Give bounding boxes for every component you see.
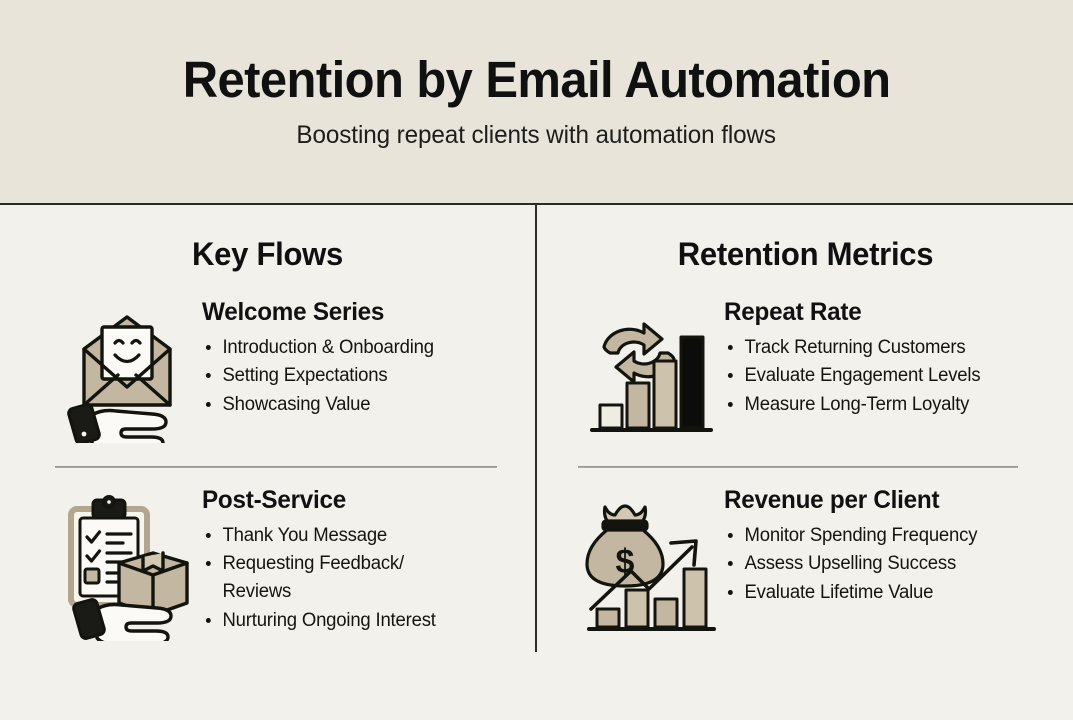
list-item: Monitor Spending Frequency xyxy=(724,522,977,550)
item-text-repeat-rate: Repeat Rate Track Returning Customers Ev… xyxy=(724,297,987,420)
list-item: Showcasing Value xyxy=(202,391,434,419)
column-title-retention-metrics: Retention Metrics xyxy=(677,236,934,272)
column-title-key-flows: Key Flows xyxy=(192,236,343,272)
page-subtitle: Boosting repeat clients with automation … xyxy=(296,121,777,150)
list-item: Evaluate Engagement Levels xyxy=(724,362,981,390)
item-repeat-rate: Repeat Rate Track Returning Customers Ev… xyxy=(574,297,987,443)
open-envelope-smiley-in-hand-icon xyxy=(52,297,202,443)
item-text-welcome-series: Welcome Series Introduction & Onboarding… xyxy=(202,297,440,420)
list-item: Measure Long-Term Loyalty xyxy=(724,391,980,419)
list-item: Assess Upselling Success xyxy=(724,550,977,578)
column-retention-metrics: Retention Metrics xyxy=(538,205,1073,720)
list-item: Introduction & Onboarding xyxy=(202,334,434,362)
item-heading: Welcome Series xyxy=(202,298,385,326)
money-bag-growth-chart-icon: $ xyxy=(574,485,724,641)
list-item: Thank You Message xyxy=(202,522,451,550)
item-welcome-series: Welcome Series Introduction & Onboarding… xyxy=(52,297,440,443)
bullet-list: Introduction & Onboarding Setting Expect… xyxy=(202,334,440,420)
item-post-service: Post-Service Thank You Message Requestin… xyxy=(52,485,457,641)
list-item: Track Returning Customers xyxy=(724,334,980,362)
list-item: Nurturing Ongoing Interest xyxy=(202,607,451,635)
list-item: Evaluate Lifetime Value xyxy=(724,579,977,607)
header-banner: Retention by Email Automation Boosting r… xyxy=(0,0,1073,205)
item-heading: Revenue per Client xyxy=(724,486,940,514)
list-item: Requesting Feedback/ Reviews xyxy=(202,550,451,606)
bullet-list: Thank You Message Requesting Feedback/ R… xyxy=(202,522,457,636)
column-key-flows: Key Flows xyxy=(0,205,535,720)
column-divider xyxy=(535,205,537,652)
bullet-list: Track Returning Customers Evaluate Engag… xyxy=(724,334,987,420)
bullet-list: Monitor Spending Frequency Assess Upsell… xyxy=(724,522,984,608)
item-text-revenue-per-client: Revenue per Client Monitor Spending Freq… xyxy=(724,485,984,608)
item-heading: Repeat Rate xyxy=(724,298,862,326)
section-rule-right xyxy=(578,466,1018,468)
item-text-post-service: Post-Service Thank You Message Requestin… xyxy=(202,485,457,636)
list-item: Setting Expectations xyxy=(202,362,434,390)
clipboard-checklist-package-in-hand-icon xyxy=(52,485,202,641)
recycle-arrows-bar-chart-icon xyxy=(574,297,724,443)
section-rule-left xyxy=(55,466,497,468)
page-title: Retention by Email Automation xyxy=(182,50,891,108)
item-heading: Post-Service xyxy=(202,486,347,514)
item-revenue-per-client: $ xyxy=(574,485,984,641)
content-area: Key Flows xyxy=(0,205,1073,720)
